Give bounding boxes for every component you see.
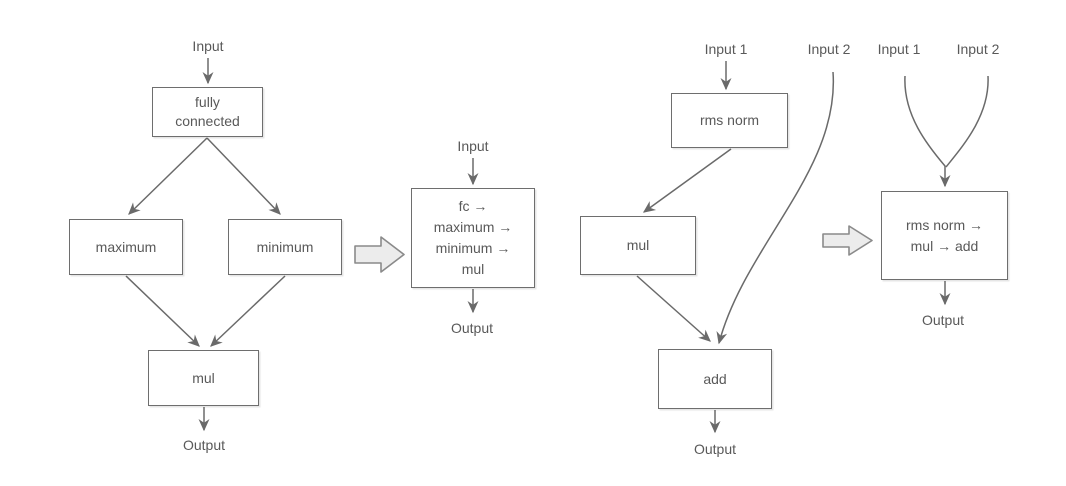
edge-input2-to-add: [716, 71, 835, 345]
fused-node-line: mul → add: [910, 237, 979, 254]
fused-node-line: minimum →: [435, 240, 511, 256]
mul-node: mul: [580, 216, 696, 275]
edge-minimum-to-mul: [210, 275, 286, 347]
edge-fc-to-maximum: [128, 137, 208, 215]
fully-connected-node: fully connected: [152, 87, 263, 137]
output-label: Output: [182, 437, 226, 453]
maximum-node: maximum: [69, 219, 183, 275]
fully-connected-node-label: fully connected: [175, 94, 240, 129]
input1-label: Input 1: [704, 41, 748, 57]
input2-label: Input 2: [956, 41, 1000, 57]
input1-label: Input 1: [877, 41, 921, 57]
fusion-block-arrow-icon: [354, 236, 405, 273]
input-label: Input: [192, 38, 224, 54]
output-label: Output: [693, 441, 737, 457]
mul-node: mul: [148, 350, 259, 406]
input-label: Input: [457, 138, 489, 154]
fused-node-line: fc →: [458, 198, 488, 214]
output-label: Output: [921, 312, 965, 328]
mul-node-label: mul: [626, 237, 650, 254]
rms-norm-node-label: rms norm: [699, 112, 760, 129]
minimum-node-label: minimum: [256, 238, 314, 255]
edge-rmsnorm-to-mul: [642, 148, 732, 213]
edge-input2-to-fused2: [945, 75, 989, 168]
add-node: add: [658, 349, 772, 409]
fused-rmsnorm-mul-add-node: rms norm → mul → add: [881, 191, 1008, 280]
fused-node-line: maximum →: [433, 219, 513, 235]
edge-fc-to-minimum: [206, 137, 281, 215]
fusion-block-arrow-icon: [822, 225, 873, 256]
mul-node-label: mul: [192, 369, 215, 386]
input2-label: Input 2: [807, 41, 851, 57]
fused-node-line: mul: [461, 261, 485, 277]
edge-mul-to-add: [636, 275, 711, 342]
maximum-node-label: maximum: [95, 238, 157, 255]
minimum-node: minimum: [228, 219, 342, 275]
rms-norm-node: rms norm: [671, 93, 788, 148]
edge-maximum-to-mul: [125, 275, 200, 347]
edge-input1-to-fused2: [904, 75, 951, 188]
add-node-label: add: [703, 370, 727, 387]
fused-fc-max-min-mul-node: fc → maximum → minimum → mul: [411, 188, 535, 288]
fused-node-line: rms norm →: [906, 216, 983, 233]
output-label: Output: [450, 320, 494, 336]
